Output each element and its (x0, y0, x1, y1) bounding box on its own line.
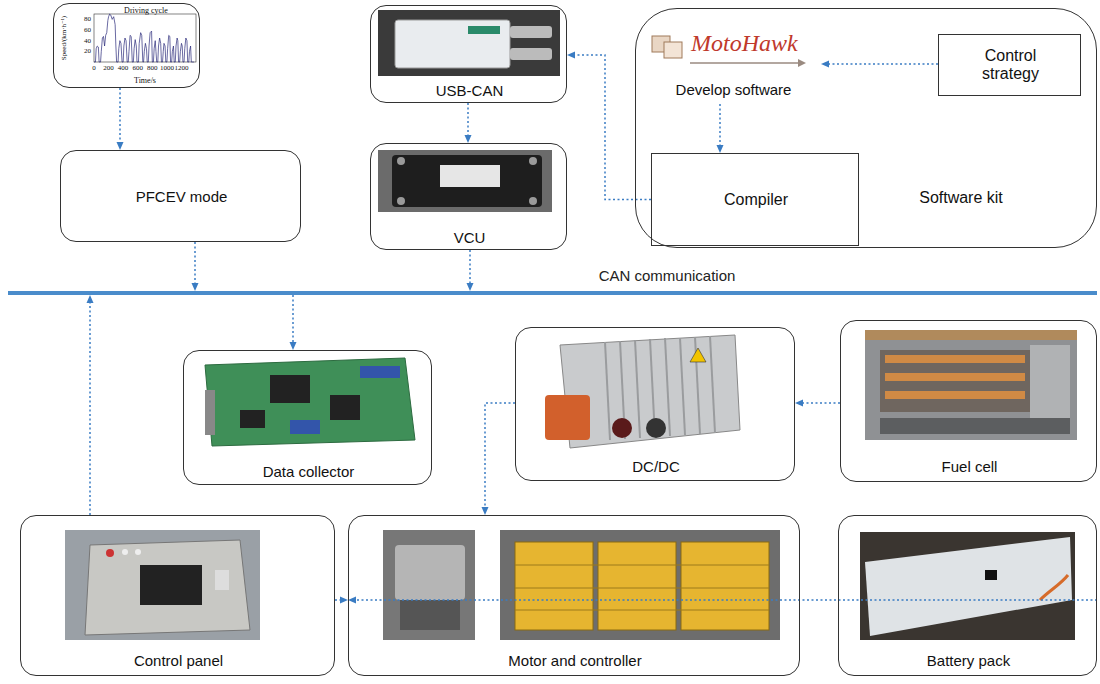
process-box: Compiler (651, 153, 859, 246)
tick-label: 600 (132, 64, 143, 72)
arrow-head (717, 145, 724, 153)
connector-line (89, 303, 91, 515)
node-label: Control strategy (965, 47, 1056, 83)
arrow-head (192, 283, 199, 291)
dashed-connector (821, 61, 938, 68)
chart-box: Driving cycle (53, 3, 200, 88)
node-label: Driving cycle (95, 6, 197, 15)
tick-label: 200 (103, 64, 114, 72)
dashed-connector (465, 103, 472, 143)
arrow-head (87, 295, 94, 303)
can-bus: CAN communication (8, 291, 1097, 295)
connector-line (335, 599, 340, 601)
connector-line (829, 63, 938, 65)
data-collector-photo (205, 358, 415, 446)
arrow-head (795, 400, 803, 407)
tick-label: 400 (118, 64, 129, 72)
dashed-connector (717, 104, 724, 153)
device-box: DC/DC (515, 327, 795, 481)
dashed-connector (795, 400, 840, 407)
tick-label: 60 (84, 26, 91, 34)
dashed-connector (467, 250, 474, 291)
node-label: Control panel (21, 652, 336, 669)
device-box: Battery pack (838, 515, 1097, 676)
dashed-connector (335, 597, 348, 604)
dashed-connector (87, 295, 94, 515)
connector-line (575, 55, 651, 200)
connector-line (292, 295, 294, 342)
device-box: Data collector (183, 350, 432, 485)
connector-line (719, 104, 721, 145)
tick-label: 800 (147, 64, 158, 72)
device-box: Control panel (20, 515, 335, 676)
dashed-connector (482, 403, 516, 515)
dashed-connector (192, 242, 199, 291)
node-label: Motor and controller (349, 652, 801, 669)
node-label: PFCEV mode (61, 188, 302, 205)
arrow-head (340, 597, 348, 604)
motor-controller-photo (383, 530, 780, 640)
connector-line (485, 403, 515, 507)
control-panel-photo (65, 530, 260, 640)
usb-can-photo (378, 10, 560, 76)
axis-title: Time/s (134, 76, 156, 85)
arrow-head (465, 135, 472, 143)
arrow-head (567, 52, 575, 59)
node-label: DC/DC (516, 458, 796, 475)
device-box: Fuel cell (840, 320, 1097, 482)
node-label: USB-CAN (371, 82, 568, 99)
tick-label: 1000 (160, 64, 174, 72)
process-box: Control strategy (938, 34, 1081, 96)
dashed-connector (290, 295, 297, 350)
arrow-head (348, 597, 356, 604)
device-box: USB-CAN (370, 5, 567, 103)
node-label: Develop software (646, 81, 821, 98)
arrow-head (467, 283, 474, 291)
axis-title: Speed/(km·h⁻¹) (60, 16, 68, 60)
group-box: Software kit MotoHawkDevelop software Cont… (635, 8, 1097, 248)
process-box: PFCEV mode (60, 150, 301, 242)
device-box: VCU (370, 143, 567, 250)
tick-label: 80 (84, 15, 91, 23)
node-label: Battery pack (839, 652, 1098, 669)
dashed-connector (117, 88, 124, 150)
battery-pack-photo (860, 532, 1075, 640)
fuel-cell-photo (865, 330, 1077, 440)
node-label: CAN communication (567, 267, 767, 284)
node-label: Fuel cell (841, 458, 1098, 475)
dcdc-photo (545, 335, 740, 448)
arrow-head (821, 61, 829, 68)
tick-label: 40 (84, 37, 91, 45)
dashed-connector (567, 52, 651, 200)
tick-label: 20 (84, 47, 91, 55)
node-label: Data collector (184, 463, 433, 480)
connector-line (467, 103, 469, 135)
vcu-photo (378, 150, 552, 212)
tick-label: 0 (92, 64, 96, 72)
driving-cycle-chart (94, 14, 196, 62)
logo-text: MotoHawk (691, 30, 811, 57)
device-box: Motor and controller (348, 515, 800, 676)
software-logo: MotoHawkDevelop software (646, 26, 821, 104)
connector-line (194, 242, 196, 283)
dashed-connector (348, 597, 1097, 604)
connector-line (356, 599, 1097, 601)
connector-line (803, 402, 840, 404)
arrow-head (482, 507, 489, 515)
node-label: VCU (371, 229, 568, 246)
connector-line (469, 250, 471, 283)
node-label: Software kit (886, 189, 1036, 207)
tick-label: 1200 (174, 64, 188, 72)
connector-line (119, 88, 121, 142)
node-label: Compiler (652, 191, 860, 209)
arrow-head (290, 342, 297, 350)
arrow-head (117, 142, 124, 150)
